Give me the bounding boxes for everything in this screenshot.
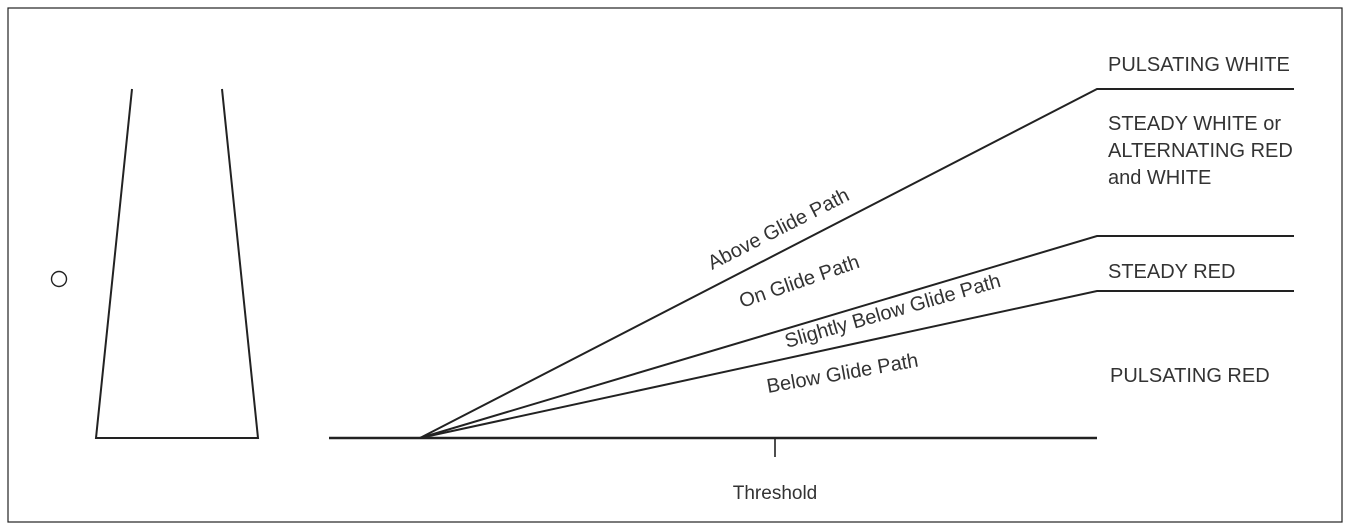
zone-label-pulsating-red: PULSATING RED bbox=[1110, 365, 1270, 387]
zone-label-steady-white-line3: and WHITE bbox=[1108, 167, 1211, 189]
observer-circle-icon bbox=[50, 270, 68, 288]
runway-outline bbox=[94, 88, 260, 439]
middle-boundary-line bbox=[419, 235, 1294, 439]
zone-label-pulsating-white: PULSATING WHITE bbox=[1108, 54, 1290, 76]
zone-label-steady-red: STEADY RED bbox=[1108, 261, 1235, 283]
zone-label-steady-white-line1: STEADY WHITE or bbox=[1108, 113, 1281, 135]
zone-label-steady-white-line2: ALTERNATING RED bbox=[1108, 140, 1293, 162]
diagram-frame bbox=[7, 7, 1343, 523]
path-label-on: On Glide Path bbox=[736, 251, 862, 313]
threshold-label: Threshold bbox=[733, 483, 818, 504]
lower-boundary-line bbox=[419, 290, 1294, 439]
upper-boundary-line bbox=[419, 88, 1294, 439]
path-label-below: Below Glide Path bbox=[765, 350, 920, 398]
